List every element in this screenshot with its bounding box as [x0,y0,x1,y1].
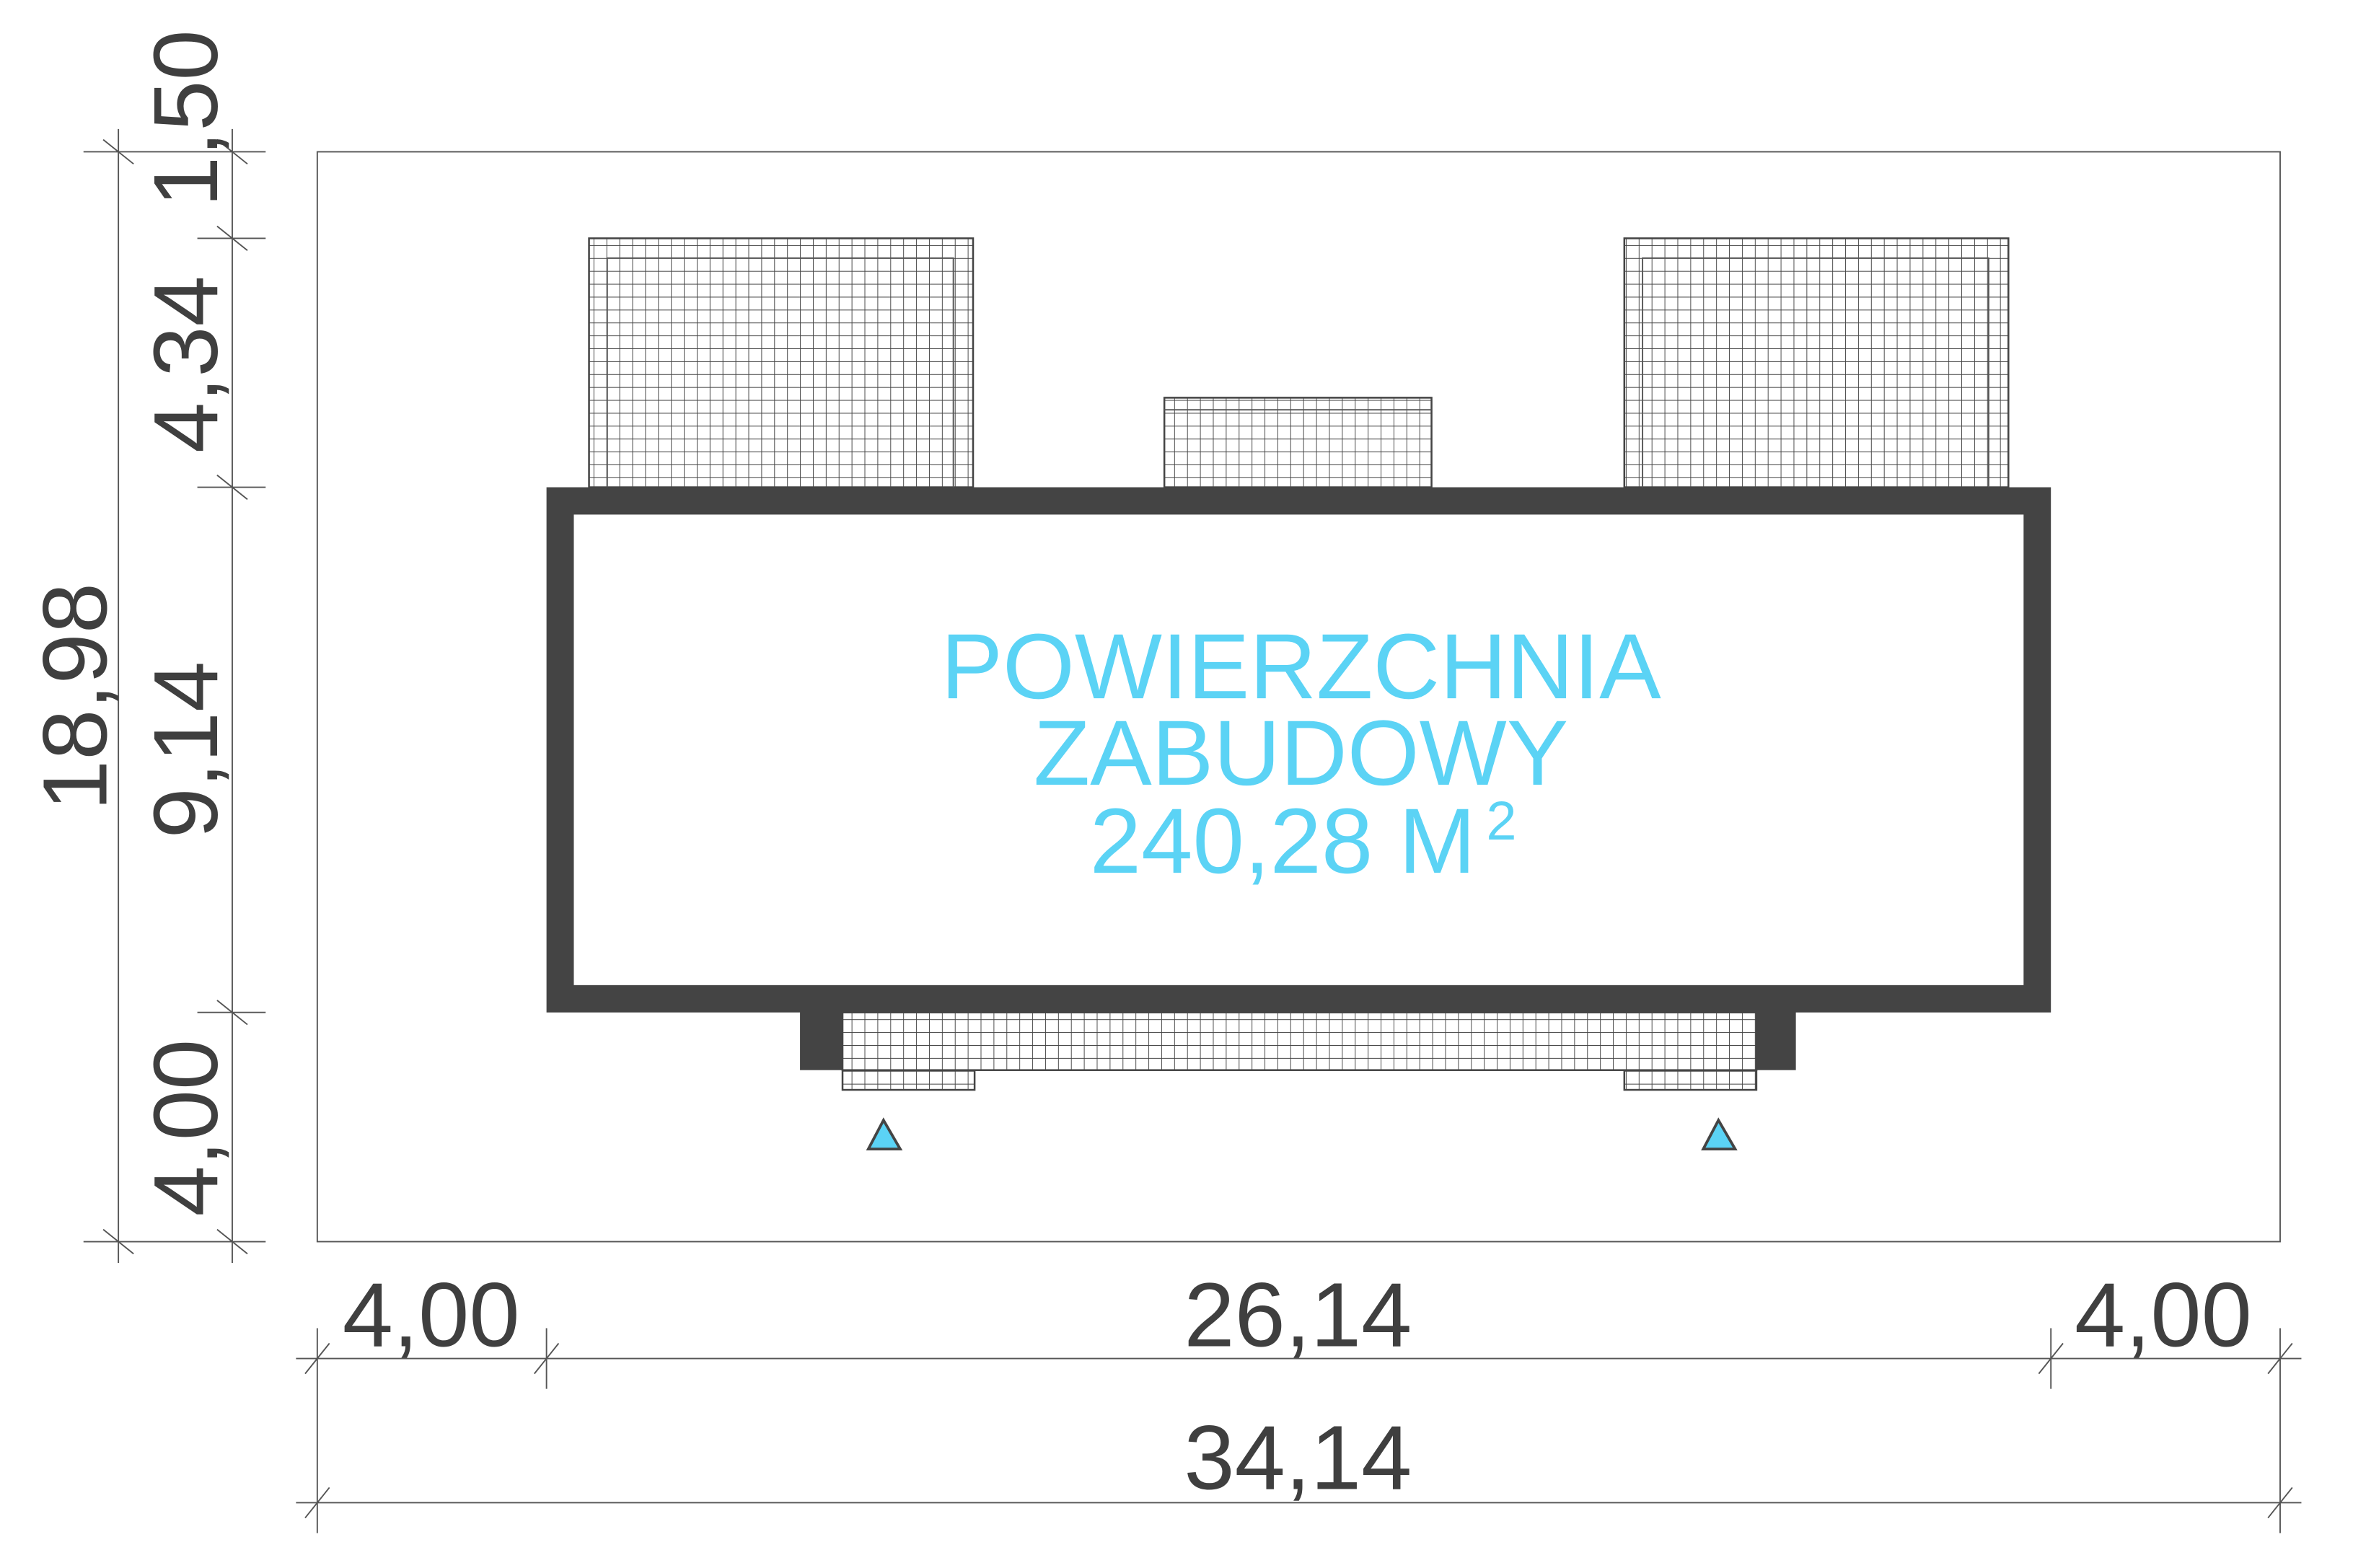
vertical-dimension-lines [83,128,266,1263]
dimension-vertical-3: 9,14 [135,661,237,839]
dimension-horizontal-1: 4,00 [343,1264,520,1366]
terrace-top-center [1163,397,1433,488]
plot-boundary [316,151,2281,1243]
dimension-horizontal-total: 34,14 [1184,1407,1412,1509]
building-footprint [546,487,2051,1013]
area-unit-exponent: 2 [1486,790,1516,852]
horizontal-dimension-lines [296,1328,2302,1533]
dimension-vertical-total: 18,98 [24,583,126,811]
entrance-marker-icon [1701,1117,1738,1151]
terrace-top-left [588,237,975,488]
area-label-line2: ZABUDOWY [1034,702,1569,805]
entrance-marker-icon [866,1117,903,1151]
dimension-horizontal-2: 26,14 [1184,1264,1412,1366]
porch-wall-left [800,1001,843,1070]
dimension-horizontal-3: 4,00 [2075,1264,2252,1366]
area-number: 240,28 M [1090,790,1476,893]
dimension-vertical-4: 4,00 [135,1039,237,1217]
porch-bottom [800,1001,1796,1091]
dimension-vertical-1: 1,50 [135,30,237,207]
porch-wall-right [1756,1001,1796,1070]
terrace-top-right [1623,237,2010,488]
area-label-line1: POWIERZCHNIA [941,615,1661,718]
dimension-vertical-2: 4,34 [135,276,237,453]
area-value: 240,28 M [1090,790,1476,893]
